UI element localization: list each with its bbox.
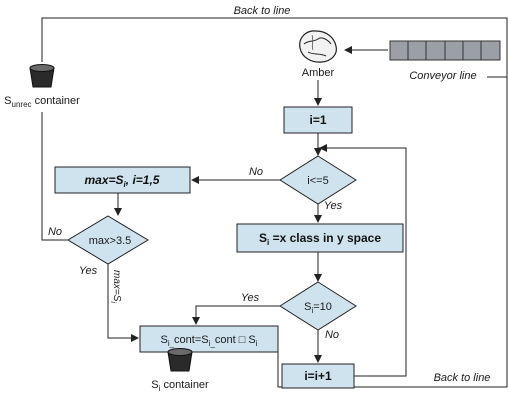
back-to-line-top-connector: [41, 17, 508, 78]
check10-yes-label: Yes: [241, 292, 260, 304]
conveyor-line-label: Conveyor line: [409, 70, 476, 82]
loop-yes-label: Yes: [324, 200, 343, 212]
amber-stone-icon: [299, 30, 337, 63]
increment-box: [281, 363, 355, 389]
loop-no-label: No: [249, 166, 263, 178]
back-to-line-top-label: Back to line: [234, 5, 291, 17]
check10-label: Si=10: [304, 301, 332, 315]
max-assign-label: max=Si, i=1,5: [85, 173, 160, 189]
back-to-line-bottom-connector: [277, 77, 508, 388]
check10-yes-connector: [192, 305, 280, 325]
unrec-container-label: Sunrec container: [4, 95, 80, 109]
max-eq-si-label: max=Si: [109, 270, 122, 303]
classify-box: [236, 223, 404, 253]
init-box: [283, 106, 353, 134]
max-assign-box: [54, 166, 191, 194]
amber-label: Amber: [302, 67, 335, 79]
threshold-no-connector: [41, 112, 68, 241]
container-bin-icon: [167, 348, 193, 372]
threshold-no-label: No: [48, 226, 62, 238]
check10-no-label: No: [325, 329, 339, 341]
container-bin-icon: [29, 64, 55, 88]
threshold-yes-label: Yes: [79, 265, 98, 277]
threshold-label: max>3.5: [89, 235, 132, 247]
conveyor-belt-icon: [389, 40, 501, 61]
increment-label: i=i+1: [304, 369, 332, 383]
back-to-line-bottom-label: Back to line: [434, 372, 491, 384]
si-container-label: Si container: [151, 379, 209, 393]
loop-check-label: i<=5: [307, 175, 328, 187]
container-update-box: [139, 325, 279, 353]
container-update-label: Si_cont=Si_cont □ Si: [160, 334, 257, 348]
threshold-yes-connector: [107, 264, 139, 342]
init-label: i=1: [309, 113, 326, 127]
increment-loop-connector: [318, 147, 407, 377]
classify-label: Si =x class in y space: [259, 231, 381, 247]
